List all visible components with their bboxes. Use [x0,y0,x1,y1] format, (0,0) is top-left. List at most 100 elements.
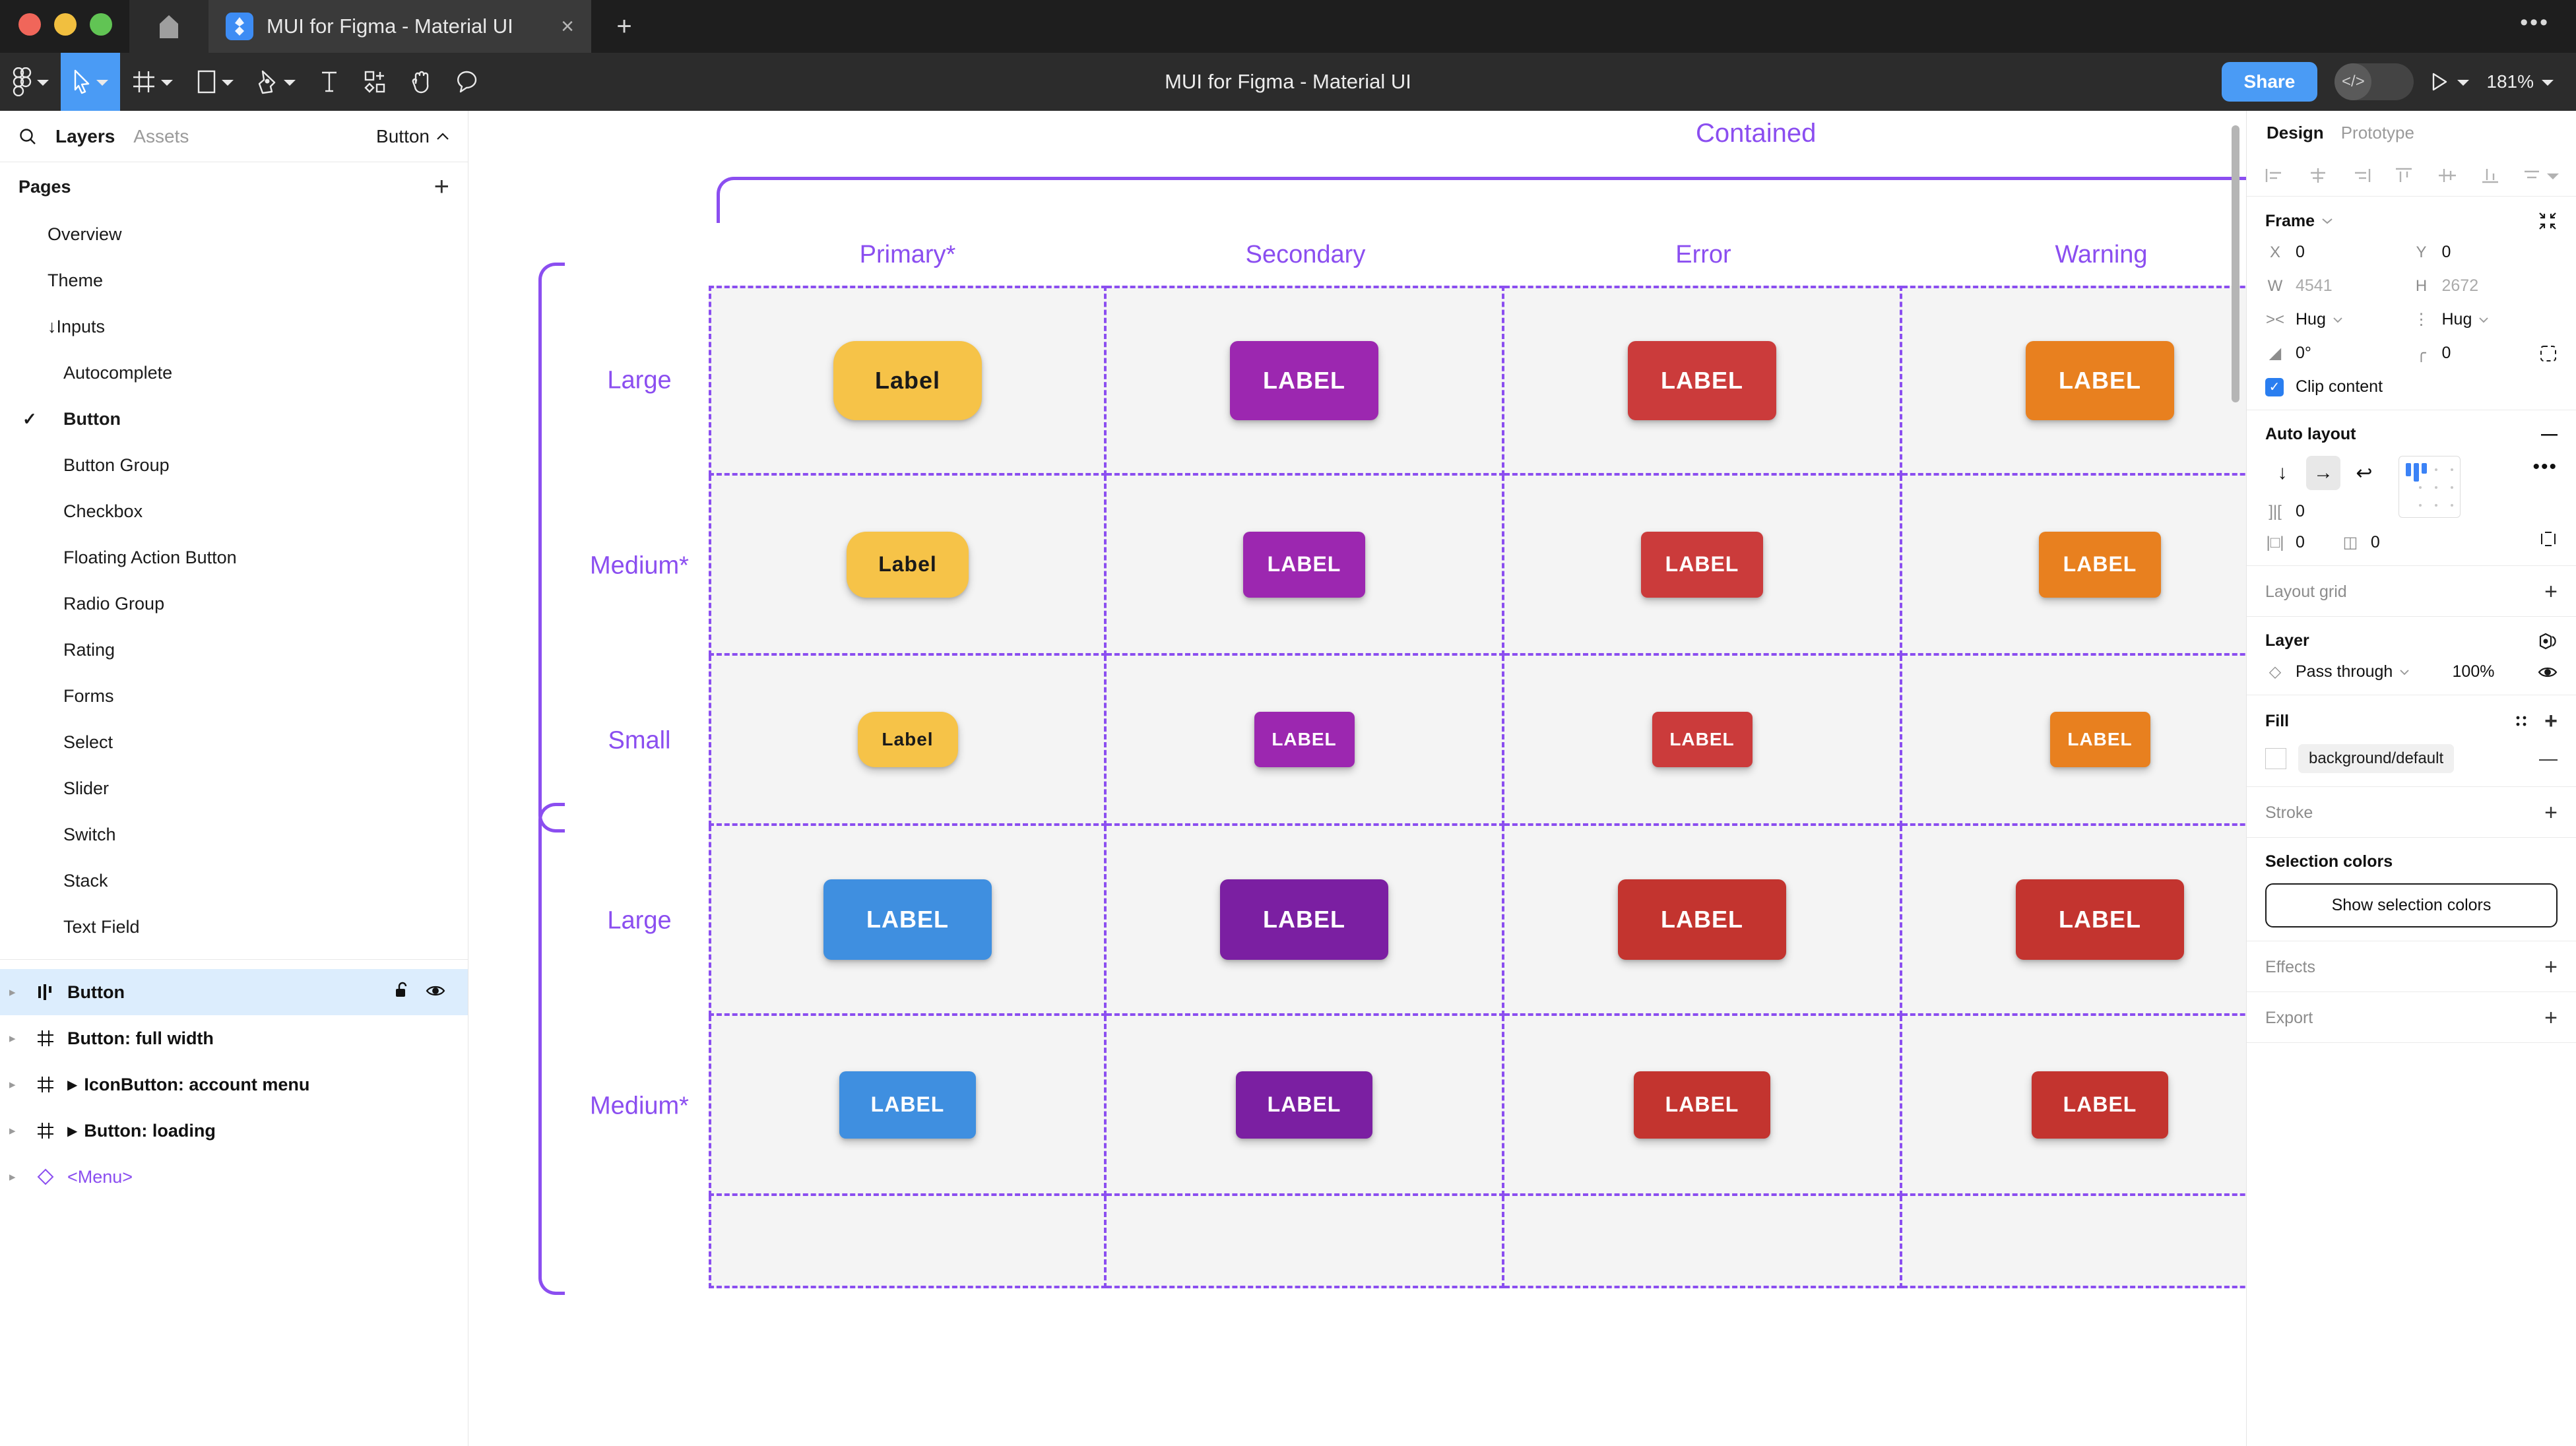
page-item-slider[interactable]: Slider [0,765,468,811]
page-item-stack[interactable]: Stack [0,858,468,904]
align-vertical-center-icon[interactable] [2436,166,2459,185]
direction-vertical-button[interactable]: ↓ [2277,462,2288,484]
design-button-secondary[interactable]: LABEL [1220,879,1388,960]
visibility-eye-icon[interactable] [426,982,445,1003]
add-fill-button[interactable]: + [2544,708,2558,734]
align-horizontal-center-icon[interactable] [2307,166,2329,185]
figma-menu-icon[interactable] [0,53,61,111]
layer-disclosure-icon[interactable]: ▸ [9,1031,16,1046]
page-item-button-group[interactable]: Button Group [0,442,468,488]
layer-disclosure-icon[interactable]: ▸ [9,1077,16,1092]
height-resize-field[interactable]: ⋮ Hug [2412,310,2558,329]
design-button-warning[interactable]: LABEL [2039,531,2161,598]
add-layout-grid-button[interactable]: + [2544,579,2558,604]
page-item-forms[interactable]: Forms [0,673,468,719]
layer-disclosure-icon[interactable]: ▸ [9,985,16,999]
design-button-error[interactable]: LABEL [1634,1071,1770,1139]
canvas-vertical-scrollbar[interactable] [2232,125,2239,402]
clip-content-checkbox[interactable]: ✓ [2265,377,2284,396]
layer-row[interactable]: ▸<Menu> [0,1154,468,1200]
remove-auto-layout-button[interactable]: — [2541,425,2558,443]
grid-cell[interactable] [1504,1196,1902,1288]
blend-mode-field[interactable]: ◇ Pass through [2265,662,2453,681]
layer-expand-triangle-icon[interactable]: ▶ [67,1077,78,1092]
grid-cell[interactable]: LABEL [1902,826,2246,1016]
layer-disclosure-icon[interactable]: ▸ [9,1123,16,1138]
remove-fill-button[interactable]: — [2539,748,2558,769]
grid-cell[interactable]: Label [709,656,1107,826]
grid-cell[interactable]: LABEL [1902,476,2246,656]
zoom-control[interactable]: 181% [2486,71,2554,92]
shape-tool-icon[interactable] [185,53,245,111]
close-tab-icon[interactable]: × [561,14,574,39]
design-button-secondary[interactable]: LABEL [1254,712,1355,767]
collapse-frame-icon[interactable] [2538,211,2558,231]
grid-cell[interactable]: LABEL [709,1016,1107,1196]
grid-cell[interactable]: LABEL [1107,826,1504,1016]
page-item-rating[interactable]: Rating [0,627,468,673]
opacity-field[interactable]: 100% [2453,662,2558,681]
design-button-warning[interactable]: LABEL [2026,341,2174,420]
layer-expand-triangle-icon[interactable]: ▶ [67,1123,78,1139]
grid-cell[interactable]: LABEL [1504,1016,1902,1196]
direction-horizontal-button[interactable]: → [2306,456,2340,490]
grid-cell[interactable]: LABEL [1107,1016,1504,1196]
align-bottom-icon[interactable] [2479,166,2501,185]
container-frame-label[interactable]: Contained [1696,119,1817,148]
grid-cell[interactable]: LABEL [709,826,1107,1016]
page-selector[interactable]: Button [376,126,449,147]
grid-cell[interactable]: Label [709,286,1107,476]
dev-mode-toggle[interactable]: </> [2334,63,2414,100]
home-button[interactable] [129,0,209,53]
align-top-icon[interactable] [2393,166,2415,185]
alignment-grid-picker[interactable] [2399,456,2461,518]
text-tool-icon[interactable] [307,53,351,111]
rotation-field[interactable]: ◢ 0° [2265,344,2412,363]
direction-wrap-button[interactable]: ↩ [2356,462,2373,484]
tab-layers[interactable]: Layers [55,125,115,146]
clip-content-row[interactable]: ✓ Clip content [2265,377,2558,396]
design-button-primary[interactable]: Label [833,341,982,420]
page-item-autocomplete[interactable]: Autocomplete [0,350,468,396]
grid-cell[interactable]: LABEL [1504,656,1902,826]
align-left-icon[interactable] [2264,166,2286,185]
maximize-window-button[interactable] [90,13,112,36]
layer-disclosure-icon[interactable]: ▸ [9,1170,16,1184]
design-button-primary[interactable]: LABEL [823,879,992,960]
grid-cell[interactable]: LABEL [1107,656,1504,826]
padding-vertical-field[interactable]: ◫ 0 [2340,533,2380,552]
new-tab-button[interactable]: + [591,0,657,53]
browser-tab[interactable]: MUI for Figma - Material UI × [209,0,591,53]
layer-row[interactable]: ▸▶IconButton: account menu [0,1061,468,1108]
grid-cell[interactable] [1107,1196,1504,1288]
grid-cell[interactable]: LABEL [1902,286,2246,476]
frame-y-field[interactable]: Y 0 [2412,243,2558,262]
distribute-icon[interactable] [2522,166,2559,185]
independent-corners-icon[interactable] [2539,344,2558,363]
page-item-inputs[interactable]: ↓ Inputs [0,303,468,350]
layer-blend-settings-icon[interactable] [2538,632,2558,650]
tab-prototype[interactable]: Prototype [2340,122,2414,142]
fill-styles-icon[interactable] [2513,712,2530,730]
frame-x-field[interactable]: X 0 [2265,243,2412,262]
frame-height-field[interactable]: H 2672 [2412,276,2558,296]
grid-cell[interactable]: LABEL [1902,656,2246,826]
page-item-radio-group[interactable]: Radio Group [0,581,468,627]
add-effect-button[interactable]: + [2544,955,2558,980]
comment-tool-icon[interactable] [443,53,490,111]
grid-cell[interactable]: LABEL [1504,826,1902,1016]
share-button[interactable]: Share [2221,62,2318,102]
design-button-secondary[interactable]: LABEL [1236,1071,1372,1139]
page-item-overview[interactable]: Overview [0,211,468,257]
resources-tool-icon[interactable] [351,53,399,111]
fill-variable-name[interactable]: background/default [2298,744,2455,773]
design-button-primary[interactable]: Label [857,712,958,767]
grid-cell[interactable]: Label [709,476,1107,656]
page-item-text-field[interactable]: Text Field [0,904,468,950]
frame-width-field[interactable]: W 4541 [2265,276,2412,296]
layer-row[interactable]: ▸Button [0,969,468,1015]
padding-horizontal-field[interactable]: |□| 0 [2265,533,2305,552]
grid-cell[interactable] [1902,1196,2246,1288]
grid-cell[interactable]: LABEL [1504,476,1902,656]
width-resize-field[interactable]: >< Hug [2265,310,2412,329]
